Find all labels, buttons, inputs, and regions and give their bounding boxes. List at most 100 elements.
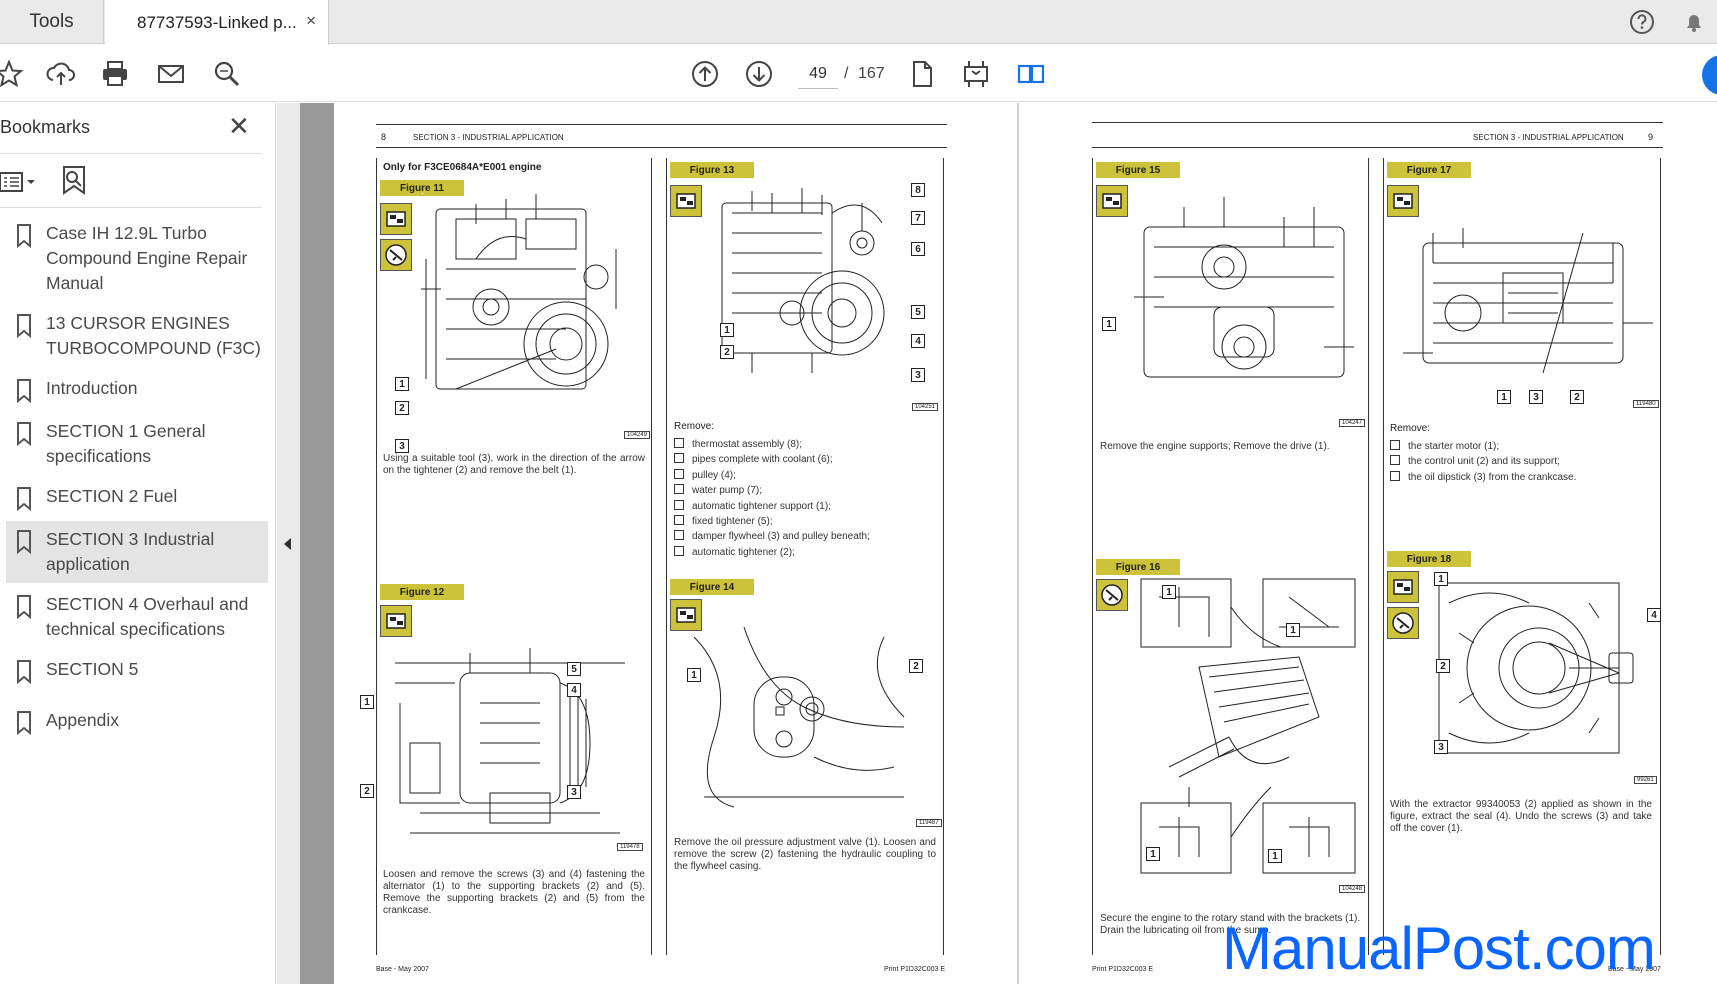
bookmark-label: SECTION 1 General specifications	[46, 421, 206, 466]
remove-item: damper flywheel (3) and pulley beneath;	[674, 529, 944, 544]
bookmark-list: Case IH 12.9L Turbo Compound Engine Repa…	[0, 215, 270, 742]
callout: 4	[567, 683, 581, 697]
bookmark-options-icon[interactable]	[0, 169, 40, 195]
figure-15-label: Figure 15	[1096, 162, 1180, 178]
help-icon[interactable]	[1628, 8, 1656, 36]
figure-code: 119478	[617, 843, 643, 851]
figure-18-drawing	[1438, 582, 1634, 754]
search-icon[interactable]	[210, 57, 244, 91]
figure-code: 119480	[1633, 400, 1659, 408]
page-number: 9	[1648, 132, 1654, 142]
panel-divider	[0, 207, 262, 208]
column-rule	[1383, 158, 1384, 955]
remove-item: the oil dipstick (3) from the crankcase.	[1390, 470, 1660, 485]
bookmark-label: Case IH 12.9L Turbo Compound Engine Repa…	[46, 223, 248, 293]
bookmark-item[interactable]: Case IH 12.9L Turbo Compound Engine Repa…	[0, 215, 270, 302]
callout: 2	[360, 784, 374, 798]
tool-icon	[1096, 579, 1128, 611]
bookmark-item[interactable]: Introduction	[0, 370, 270, 410]
remove-item: pipes complete with coolant (6);	[674, 452, 944, 467]
cloud-upload-icon[interactable]	[44, 57, 78, 91]
callout: 2	[909, 659, 923, 673]
removal-icon	[670, 599, 702, 631]
tab-tools-label: Tools	[29, 11, 74, 32]
bookmark-item[interactable]: SECTION 4 Overhaul and technical specifi…	[0, 586, 270, 648]
bookmark-icon	[17, 422, 31, 447]
bookmark-icon	[17, 314, 31, 339]
previous-page-icon[interactable]	[688, 57, 722, 91]
figure-18-text: With the extractor 99340053 (2) applied …	[1390, 799, 1652, 834]
tab-close-icon[interactable]: ×	[306, 11, 316, 30]
mail-icon[interactable]	[154, 57, 188, 91]
removal-icon	[1096, 185, 1128, 217]
figure-16-label: Figure 16	[1096, 559, 1180, 575]
tab-tools[interactable]: Tools	[0, 0, 104, 44]
figure-code: 99261	[1634, 776, 1657, 784]
remove-item: the control unit (2) and its support;	[1390, 454, 1660, 469]
callout: 2	[1436, 659, 1450, 673]
callout: 1	[1162, 585, 1176, 599]
figure-14-text: Remove the oil pressure adjustment valve…	[674, 837, 936, 872]
tool-icon	[380, 239, 412, 271]
bookmark-item[interactable]: SECTION 5	[0, 651, 270, 691]
tab-document[interactable]: 87737593-Linked p... ×	[105, 0, 329, 45]
figure-13-drawing	[721, 188, 885, 373]
callout: 1	[1286, 623, 1300, 637]
figure-12-label: Figure 12	[380, 584, 464, 600]
callout: 5	[911, 305, 925, 319]
main-toolbar: / 167	[0, 45, 1717, 102]
figure-12-text: Loosen and remove the screws (3) and (4)…	[383, 869, 645, 916]
bookmark-label: 13 CURSOR ENGINES TURBOCOMPOUND (F3C)	[46, 313, 261, 358]
figure-code: 104251	[912, 403, 939, 411]
collapse-panel-icon[interactable]	[284, 538, 291, 550]
single-page-view-icon[interactable]	[905, 57, 939, 91]
figure-14-drawing	[693, 627, 905, 808]
column-rule	[1368, 158, 1369, 955]
bookmark-item[interactable]: 13 CURSOR ENGINES TURBOCOMPOUND (F3C)	[0, 305, 270, 367]
figure-11-drawing	[421, 193, 617, 390]
figure-18-label: Figure 18	[1387, 551, 1471, 567]
remove-item: automatic tightener (2);	[674, 545, 944, 560]
bookmark-item-selected[interactable]: SECTION 3 Industrial application	[6, 521, 268, 583]
bell-icon[interactable]	[1680, 8, 1708, 36]
remove-item: automatic tightener support (1);	[674, 499, 944, 514]
panel-divider	[0, 153, 262, 154]
bookmark-label: SECTION 3 Industrial application	[46, 529, 215, 574]
two-page-view-icon[interactable]	[1014, 57, 1048, 91]
bookmark-item[interactable]: SECTION 1 General specifications	[0, 413, 270, 475]
bookmark-item[interactable]: SECTION 2 Fuel	[0, 478, 270, 518]
figure-code: 119487	[916, 819, 942, 827]
bookmark-icon	[17, 660, 31, 685]
fit-page-icon[interactable]	[959, 57, 993, 91]
figure-17-label: Figure 17	[1387, 162, 1471, 178]
figure-code: 104247	[1339, 419, 1366, 427]
next-page-icon[interactable]	[742, 57, 776, 91]
callout: 1	[1102, 317, 1116, 331]
callout: 8	[911, 183, 925, 197]
figure-code: 104248	[1339, 885, 1366, 893]
page-number-input[interactable]	[798, 59, 838, 89]
figure-15-drawing	[1134, 197, 1354, 378]
callout: 3	[911, 368, 925, 382]
footer-right: Print P1D32C003 E	[884, 966, 946, 973]
tab-document-label: 87737593-Linked p...	[137, 12, 297, 32]
callout: 3	[567, 785, 581, 799]
header-rule	[376, 124, 947, 125]
header-rule	[376, 147, 947, 148]
remove-heading: Remove:	[1390, 423, 1431, 434]
add-bookmark-icon[interactable]	[60, 165, 88, 197]
page-separator: /	[844, 65, 849, 82]
close-panel-icon[interactable]: ✕	[228, 111, 250, 141]
share-button[interactable]	[1702, 55, 1717, 95]
bookmark-item[interactable]: Appendix	[0, 702, 270, 742]
callout: 6	[911, 242, 925, 256]
callout: 2	[395, 401, 409, 415]
callout: 4	[911, 334, 925, 348]
remove-item: fixed tightener (5);	[674, 514, 944, 529]
bookmark-icon	[17, 487, 31, 512]
print-icon[interactable]	[98, 57, 132, 91]
bookmark-tools	[0, 165, 262, 199]
star-icon[interactable]	[0, 57, 26, 91]
bookmarks-panel: Bookmarks ✕ Case IH 12.9L Turbo Compound…	[0, 103, 276, 984]
removal-icon	[380, 203, 412, 235]
